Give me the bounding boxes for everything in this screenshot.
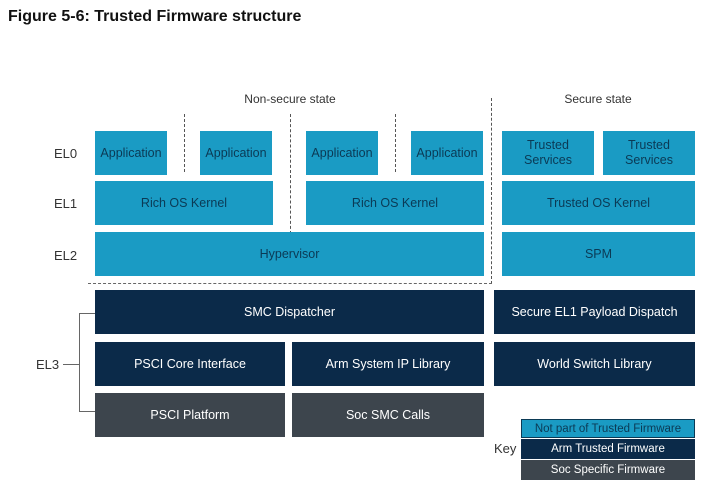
soc-smc-calls-box: Soc SMC Calls	[292, 393, 484, 437]
world-switch-library-box: World Switch Library	[494, 342, 695, 386]
psci-core-interface-box: PSCI Core Interface	[95, 342, 285, 386]
smc-dispatcher-box: SMC Dispatcher	[95, 290, 484, 334]
figure-title: Figure 5-6: Trusted Firmware structure	[8, 8, 302, 25]
el2-label: EL2	[54, 248, 78, 263]
el1-label: EL1	[54, 196, 78, 211]
hypervisor-box: Hypervisor	[95, 232, 484, 276]
application-box-4: Application	[411, 131, 483, 175]
vm-divider	[290, 114, 291, 234]
app-divider-1	[184, 114, 185, 172]
psci-platform-box: PSCI Platform	[95, 393, 285, 437]
key-arm-trusted-firmware: Arm Trusted Firmware	[521, 439, 695, 459]
secure-state-label: Secure state	[564, 92, 632, 106]
key-label: Key	[494, 441, 517, 456]
app-divider-2	[395, 114, 396, 172]
rich-os-kernel-box-1: Rich OS Kernel	[95, 181, 273, 225]
el3-label: EL3	[36, 357, 60, 372]
trusted-os-kernel-box: Trusted OS Kernel	[502, 181, 695, 225]
arm-system-ip-library-box: Arm System IP Library	[292, 342, 484, 386]
spm-box: SPM	[502, 232, 695, 276]
trusted-services-box-1: Trusted Services	[502, 131, 594, 175]
el3-bracket-tick	[63, 364, 79, 365]
el0-label: EL0	[54, 146, 78, 161]
nonsecure-state-label: Non-secure state	[244, 92, 336, 106]
application-box-3: Application	[306, 131, 378, 175]
state-divider	[491, 98, 492, 284]
trusted-services-box-2: Trusted Services	[603, 131, 695, 175]
application-box-2: Application	[200, 131, 272, 175]
el3-boundary	[88, 283, 492, 284]
key-not-trusted-firmware: Not part of Trusted Firmware	[521, 419, 695, 438]
application-box-1: Application	[95, 131, 167, 175]
el3-bracket	[79, 313, 95, 412]
key-soc-specific-firmware: Soc Specific Firmware	[521, 460, 695, 480]
secure-el1-payload-dispatch-box: Secure EL1 Payload Dispatch	[494, 290, 695, 334]
rich-os-kernel-box-2: Rich OS Kernel	[306, 181, 484, 225]
